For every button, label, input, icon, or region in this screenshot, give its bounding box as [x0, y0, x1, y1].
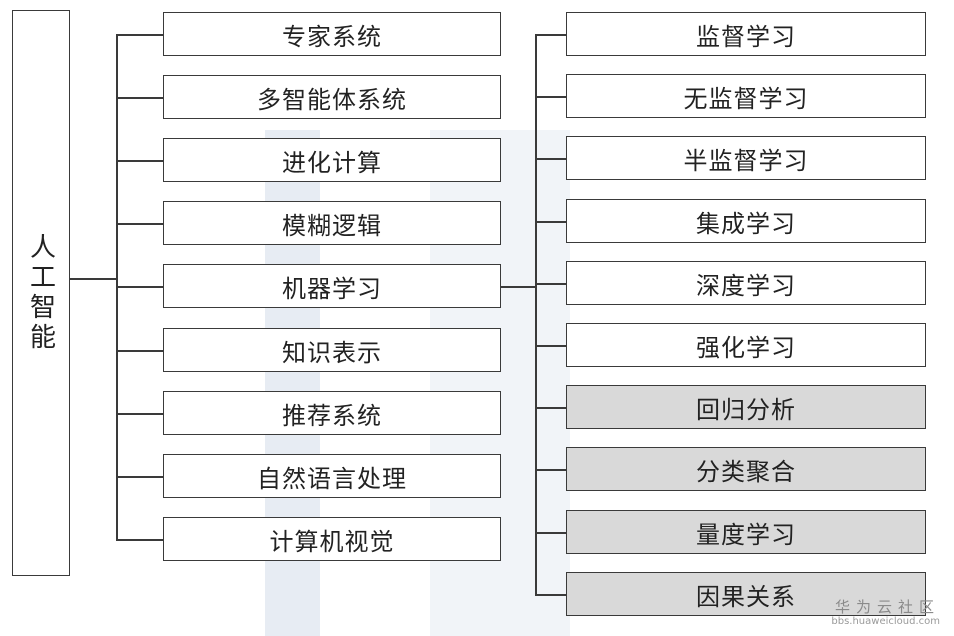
ml-child-connector	[535, 96, 566, 98]
ml-child-node-label: 分类聚合	[696, 457, 796, 486]
branch-connector	[116, 34, 163, 36]
branch-node: 多智能体系统	[163, 75, 501, 119]
branch-node-label: 自然语言处理	[257, 464, 407, 493]
branch-node: 专家系统	[163, 12, 501, 56]
ml-child-connector	[535, 532, 566, 534]
branch-connector	[116, 160, 163, 162]
root-connector	[70, 278, 116, 280]
ml-child-connector	[535, 283, 566, 285]
ml-child-node: 因果关系	[566, 572, 926, 616]
branch-connector	[116, 413, 163, 415]
branch-node-label: 进化计算	[282, 148, 382, 177]
branch-node-label: 推荐系统	[282, 401, 382, 430]
ml-child-connector	[535, 345, 566, 347]
branch-node: 计算机视觉	[163, 517, 501, 561]
branch-connector	[116, 223, 163, 225]
branch-node-label: 计算机视觉	[269, 527, 395, 556]
ml-child-node-label: 深度学习	[696, 271, 796, 300]
ml-child-node: 分类聚合	[566, 447, 926, 491]
ml-child-connector	[535, 158, 566, 160]
ml-child-node: 量度学习	[566, 510, 926, 554]
ml-child-node: 监督学习	[566, 12, 926, 56]
ml-trunk	[535, 34, 537, 594]
ml-child-node: 深度学习	[566, 261, 926, 305]
branch-connector	[116, 350, 163, 352]
branch-connector	[116, 539, 163, 541]
branch-node: 推荐系统	[163, 391, 501, 435]
ml-child-node-label: 回归分析	[696, 395, 796, 424]
branch-node-label: 模糊逻辑	[282, 211, 382, 240]
ml-child-node: 半监督学习	[566, 136, 926, 180]
branch-node: 机器学习	[163, 264, 501, 308]
ml-child-node-label: 强化学习	[696, 333, 796, 362]
ml-child-connector	[535, 594, 566, 596]
ml-connector	[501, 286, 535, 288]
ml-child-node: 集成学习	[566, 199, 926, 243]
ml-child-node-label: 监督学习	[696, 22, 796, 51]
watermark-url: bbs.huaweicloud.com	[831, 616, 940, 627]
branch-node: 自然语言处理	[163, 454, 501, 498]
ml-child-node: 回归分析	[566, 385, 926, 429]
branch-node-label: 机器学习	[282, 274, 382, 303]
watermark-site: 华为云社区	[834, 598, 940, 616]
branch-connector	[116, 286, 163, 288]
ml-child-node-label: 无监督学习	[683, 84, 809, 113]
ml-child-node: 强化学习	[566, 323, 926, 367]
root-node-label: 人工智能	[25, 233, 56, 353]
branch-connector	[116, 476, 163, 478]
branch-node: 知识表示	[163, 328, 501, 372]
branch-node-label: 专家系统	[282, 22, 382, 51]
branch-node: 模糊逻辑	[163, 201, 501, 245]
branch-node-label: 知识表示	[282, 338, 382, 367]
ml-child-node-label: 集成学习	[696, 209, 796, 238]
root-node: 人工智能	[12, 10, 70, 576]
ml-child-connector	[535, 469, 566, 471]
branch-node: 进化计算	[163, 138, 501, 182]
watermark-footer: 华为云社区 bbs.huaweicloud.com	[831, 596, 940, 627]
branch-connector	[116, 97, 163, 99]
ml-child-node-label: 量度学习	[696, 520, 796, 549]
branch-node-label: 多智能体系统	[257, 85, 407, 114]
ml-child-node-label: 因果关系	[696, 582, 796, 611]
ml-child-node-label: 半监督学习	[683, 146, 809, 175]
ml-child-connector	[535, 34, 566, 36]
ml-child-node: 无监督学习	[566, 74, 926, 118]
ml-child-connector	[535, 221, 566, 223]
ml-child-connector	[535, 407, 566, 409]
